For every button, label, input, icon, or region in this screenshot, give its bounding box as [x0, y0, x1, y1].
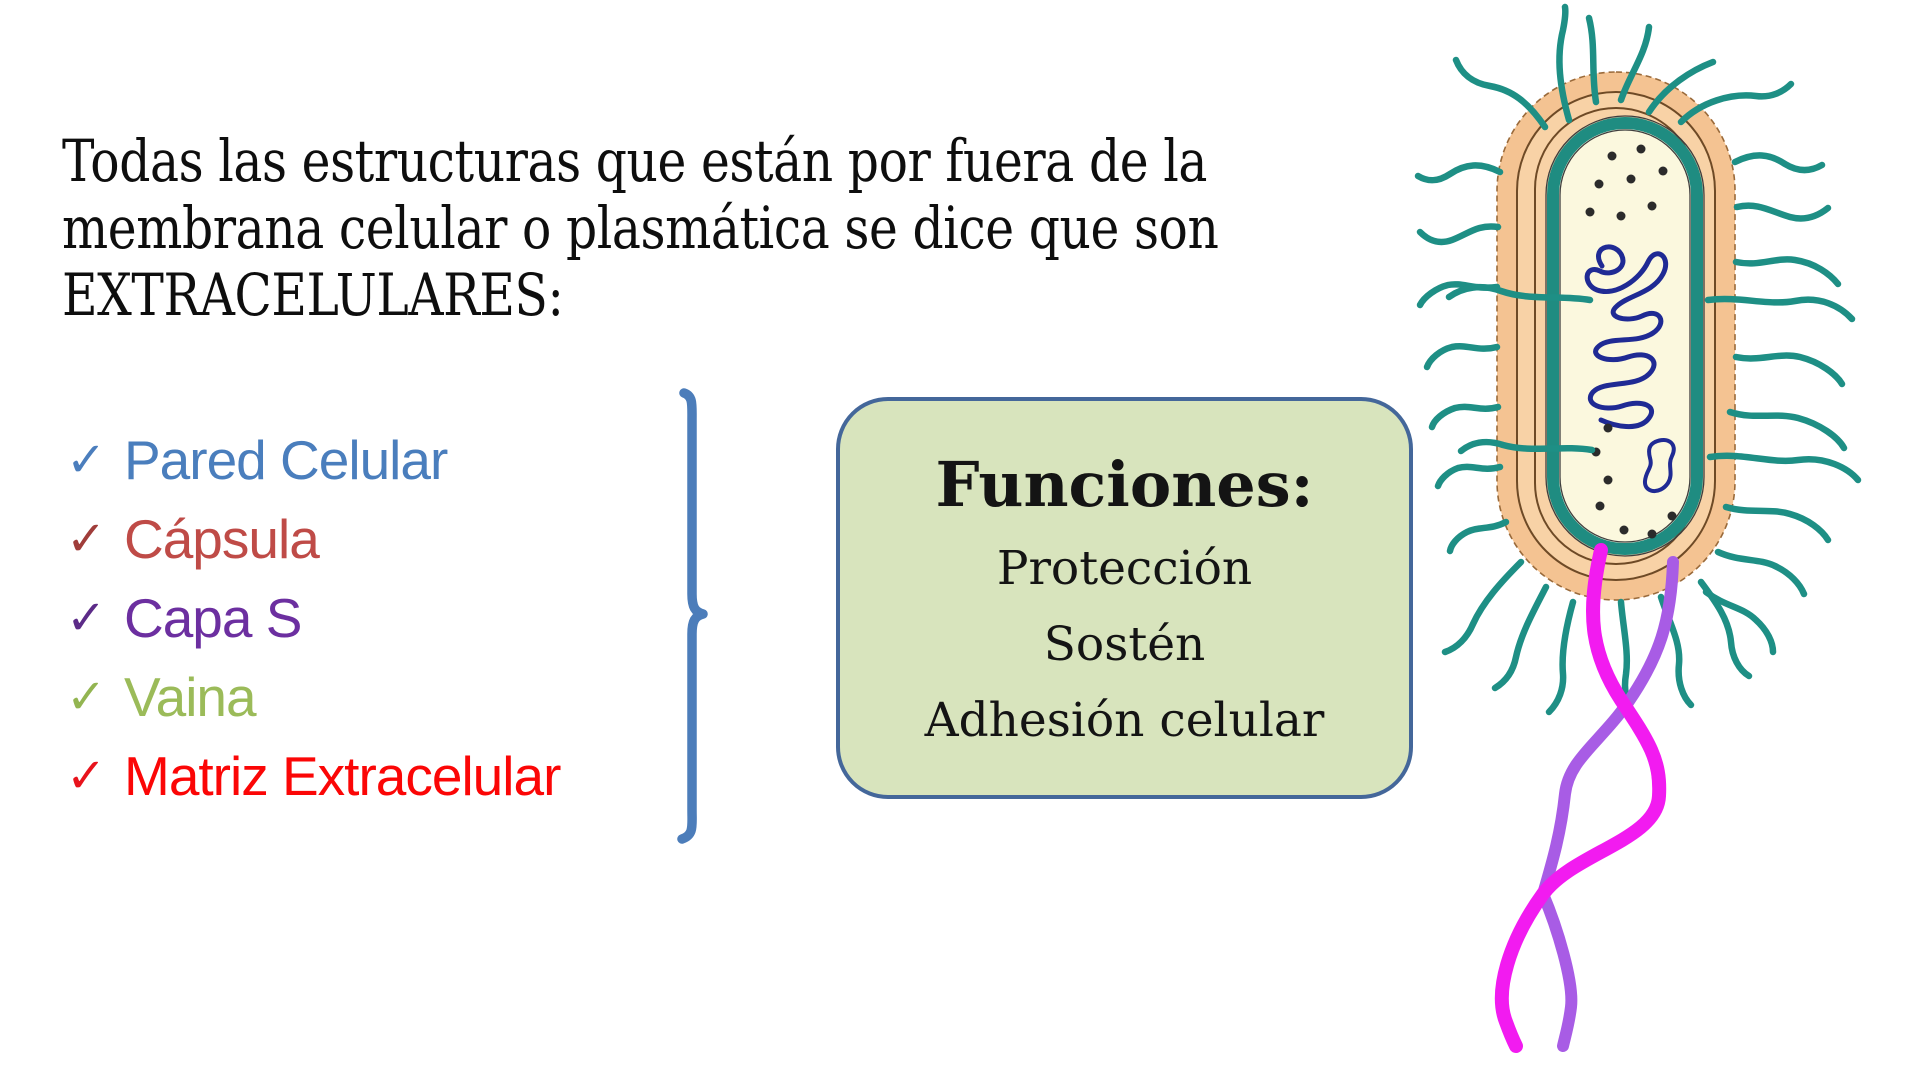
function-item-proteccion: Protección — [996, 541, 1253, 596]
pili — [1414, 3, 1862, 721]
function-item-sosten: Sostén — [1043, 617, 1206, 672]
bacterium-capsule — [1496, 71, 1736, 601]
nucleoid-dna — [1584, 244, 1669, 429]
functions-box: Funciones: Protección Sostén Adhesión ce… — [836, 397, 1413, 799]
checkmark-icon: ✓ — [66, 747, 107, 804]
functions-box-title: Funciones: — [935, 448, 1314, 521]
checkmark-icon: ✓ — [66, 668, 107, 725]
list-item-capa-s: ✓ Capa S — [66, 578, 560, 657]
structures-checklist: ✓ Pared Celular ✓ Cápsula ✓ Capa S ✓ Vai… — [66, 420, 561, 815]
list-item-pared-celular: ✓ Pared Celular — [66, 420, 560, 499]
list-brace — [677, 388, 708, 844]
title-line-1: Todas las estructuras que están por fuer… — [62, 127, 1207, 195]
flagellum-violet — [1536, 556, 1679, 1052]
list-item-label: Cápsula — [124, 507, 320, 570]
plasmid — [1643, 437, 1676, 493]
list-item-label: Matriz Extracelular — [124, 744, 561, 807]
ribosome-dots — [1585, 144, 1677, 539]
title-line-3: EXTRACELULARES: — [62, 261, 564, 329]
checkmark-icon: ✓ — [66, 431, 107, 488]
list-item-label: Vaina — [124, 665, 257, 728]
title-line-2: membrana celular o plasmática se dice qu… — [62, 194, 1219, 262]
list-item-label: Capa S — [124, 586, 302, 649]
function-item-adhesion: Adhesión celular — [924, 693, 1325, 748]
flagella — [1494, 543, 1679, 1053]
cell-membrane — [1547, 117, 1703, 555]
list-item-matriz-extracelular: ✓ Matriz Extracelular — [66, 736, 561, 815]
checkmark-icon: ✓ — [66, 589, 107, 646]
list-item-label: Pared Celular — [124, 428, 448, 491]
bacterium-illustration — [1414, 3, 1862, 1053]
list-item-capsula: ✓ Cápsula — [66, 499, 560, 578]
checkmark-icon: ✓ — [66, 510, 107, 567]
list-item-vaina: ✓ Vaina — [66, 657, 560, 736]
flagellum-magenta — [1494, 543, 1667, 1053]
slide-title: Todas las estructuras que están por fuer… — [62, 127, 1219, 329]
